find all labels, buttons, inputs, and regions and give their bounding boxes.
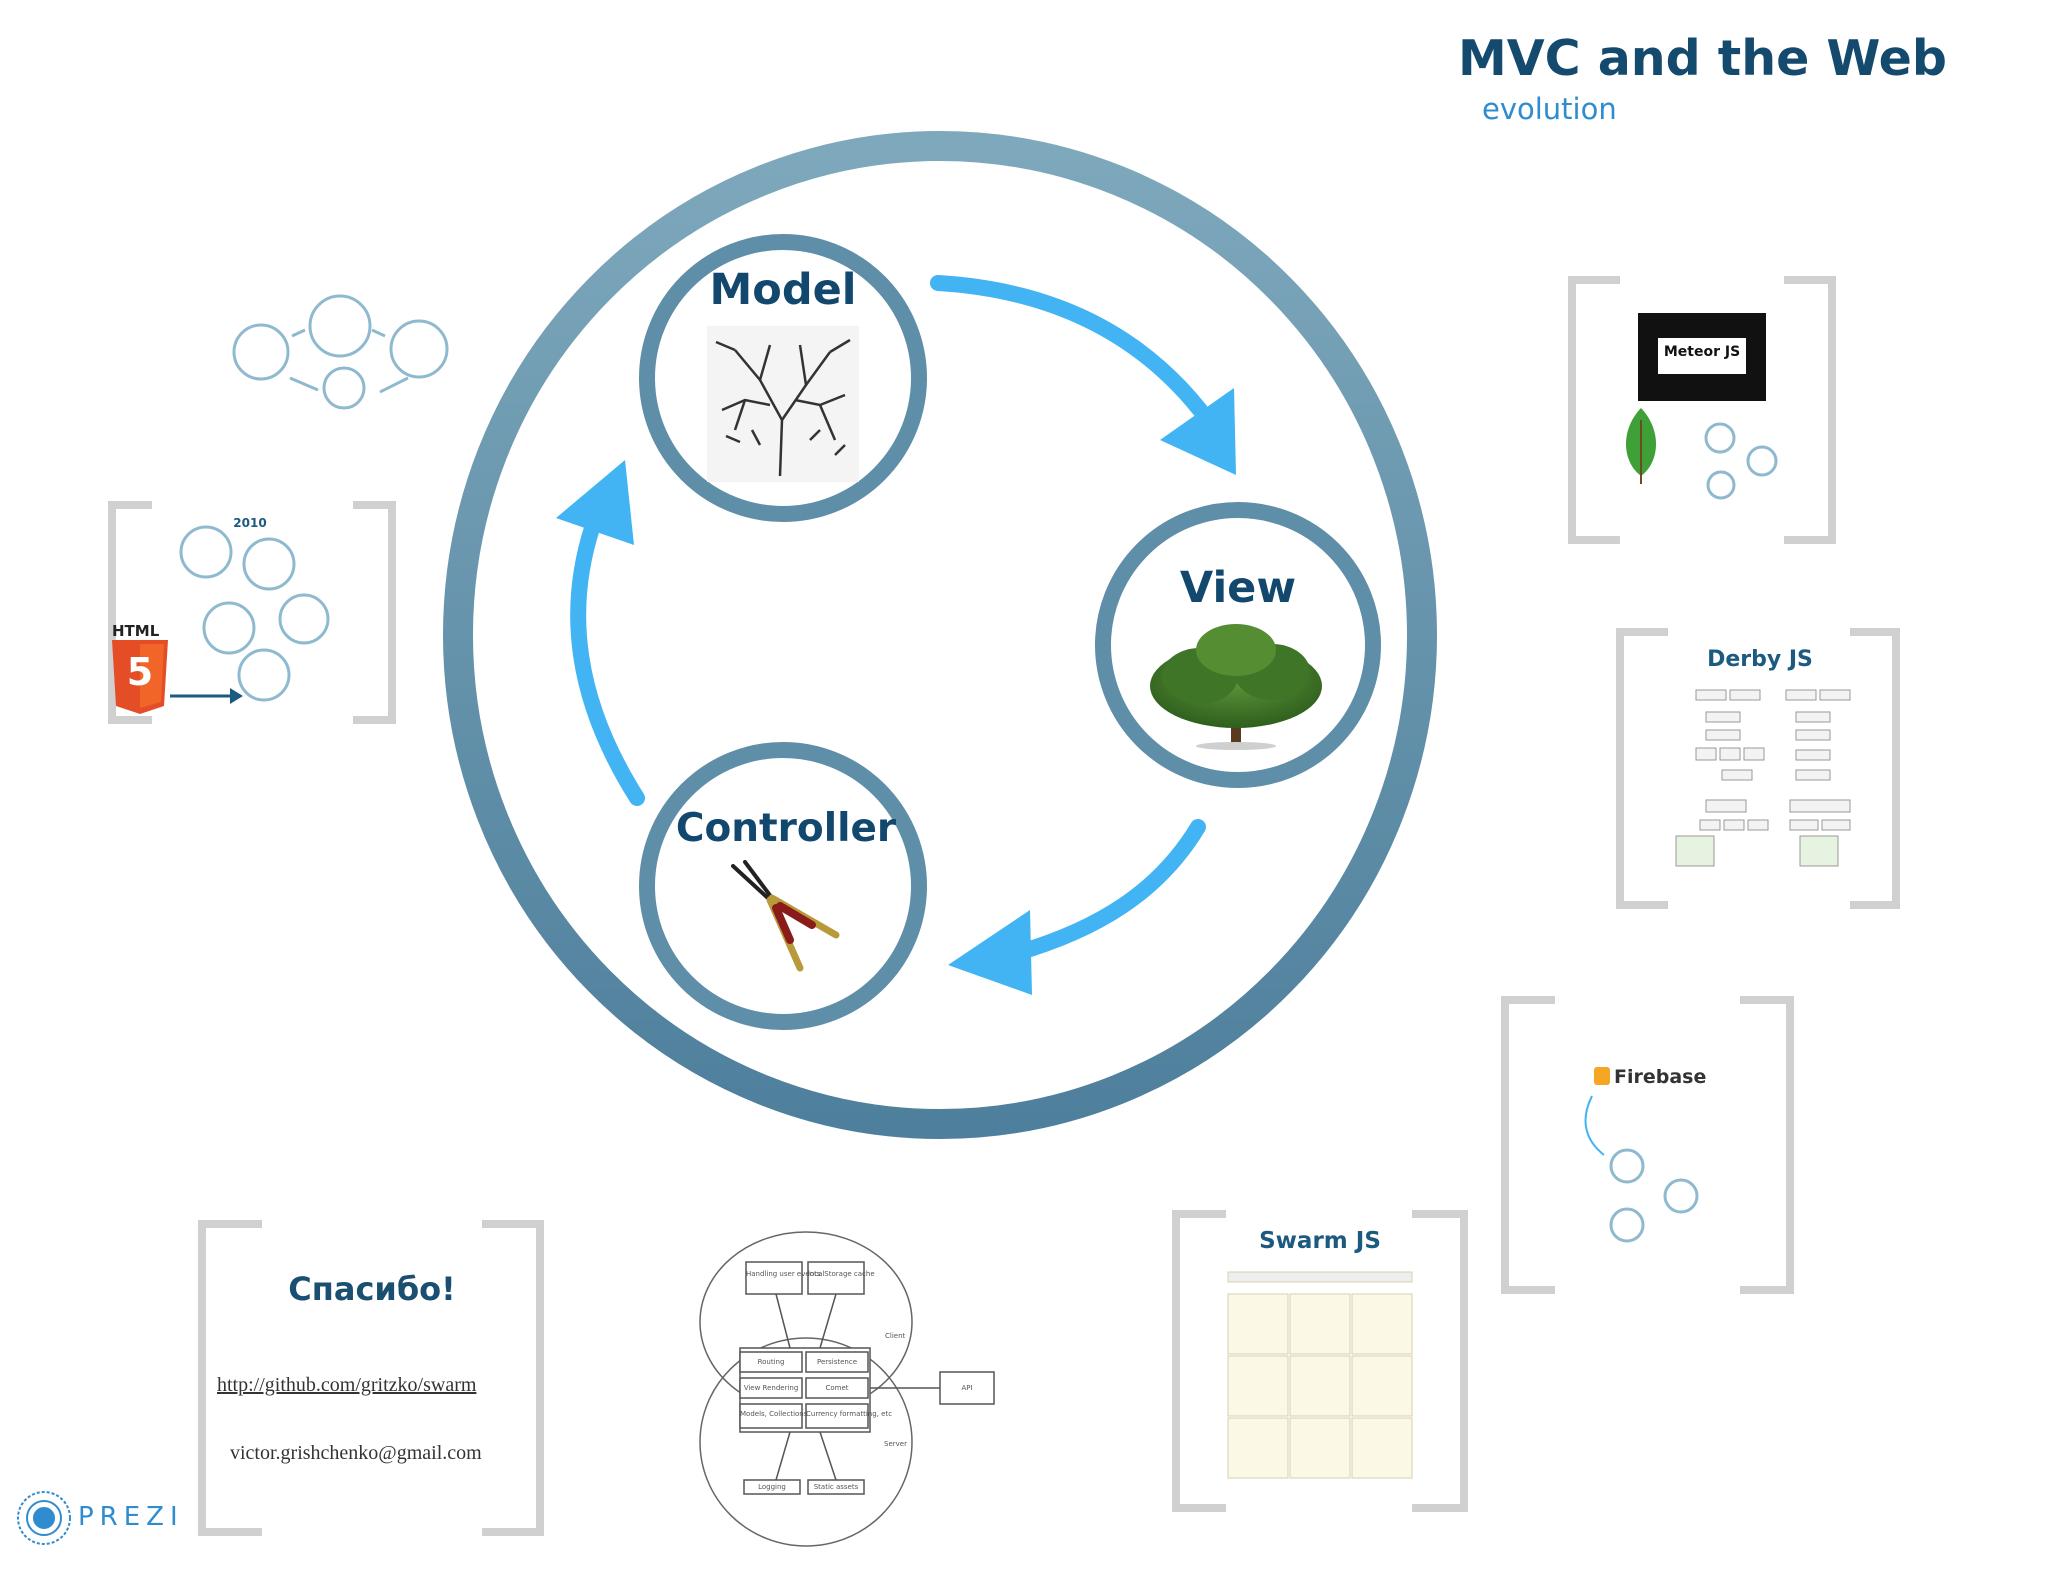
github-link[interactable]: http://github.com/gritzko/swarm — [217, 1374, 477, 1396]
firebase-flame-icon — [1594, 1067, 1610, 1085]
html5-digit: 5 — [126, 650, 154, 694]
arrow-head-model — [556, 460, 634, 545]
thumb-2010-diagram — [179, 525, 330, 702]
arch-box-view-rendering: View Rendering — [743, 1384, 799, 1392]
prezi-logo-icon — [17, 1491, 71, 1545]
arch-box-localstorage: localStorage cache — [808, 1270, 875, 1278]
mongodb-leaf-icon — [1625, 408, 1657, 484]
frame-derby — [1616, 628, 1900, 909]
arrow-controller-to-model — [570, 517, 645, 806]
frame-firebase — [1501, 996, 1794, 1294]
firebase-title: Firebase — [1614, 1066, 1707, 1088]
frame-2010 — [108, 501, 396, 724]
email-text: victor.grishchenko@gmail.com — [230, 1442, 482, 1464]
tree-image — [1150, 624, 1322, 750]
view-label: View — [1179, 563, 1297, 613]
arch-box-models: Models, Collections — [740, 1410, 808, 1418]
arch-box-comet: Comet — [825, 1384, 849, 1392]
prezi-logo-text[interactable]: PREZI — [78, 1502, 184, 1532]
frame-thanks — [198, 1220, 544, 1536]
frame-swarm — [1172, 1210, 1468, 1512]
php-era-thumbnail — [232, 294, 449, 410]
derby-title: Derby JS — [1707, 647, 1813, 672]
thanks-title: Спасибо! — [288, 1270, 456, 1308]
controller-label: Controller — [675, 806, 897, 851]
arrow-head-view — [1160, 388, 1236, 475]
outer-ring — [443, 131, 1437, 1139]
derby-chart-thumbnail — [1675, 689, 1851, 867]
arch-box-static: Static assets — [813, 1483, 859, 1491]
arch-box-logging: Logging — [758, 1483, 786, 1491]
model-sketch-image — [707, 326, 859, 482]
controller-node — [639, 742, 927, 1030]
arch-api-label: API — [961, 1384, 973, 1392]
model-label: Model — [709, 265, 857, 315]
arch-box-handling: Handling user events — [746, 1270, 821, 1278]
shears-image — [731, 860, 840, 972]
arrow-head-controller — [948, 910, 1032, 995]
page-title: MVC and the Web — [1458, 30, 1947, 87]
html5-logo — [112, 640, 243, 714]
swarm-grid-thumbnail — [1227, 1271, 1413, 1479]
architecture-boxes — [739, 1261, 995, 1495]
swarm-title: Swarm JS — [1259, 1228, 1381, 1254]
year-label: 2010 — [233, 516, 267, 530]
arrow-view-to-controller — [1002, 819, 1206, 963]
arch-box-currency: Currency formatting, etc — [806, 1410, 893, 1418]
arrow-model-to-view — [930, 275, 1208, 418]
page-subtitle: evolution — [1482, 92, 1617, 126]
arch-client-label: Client — [885, 1332, 906, 1340]
arch-box-routing: Routing — [757, 1358, 785, 1366]
arch-box-persistence: Persistence — [816, 1358, 858, 1366]
frame-meteor — [1568, 276, 1836, 544]
html5-label: HTML — [112, 622, 160, 640]
meteor-label: Meteor JS — [1663, 344, 1741, 360]
arch-server-label: Server — [884, 1440, 907, 1448]
